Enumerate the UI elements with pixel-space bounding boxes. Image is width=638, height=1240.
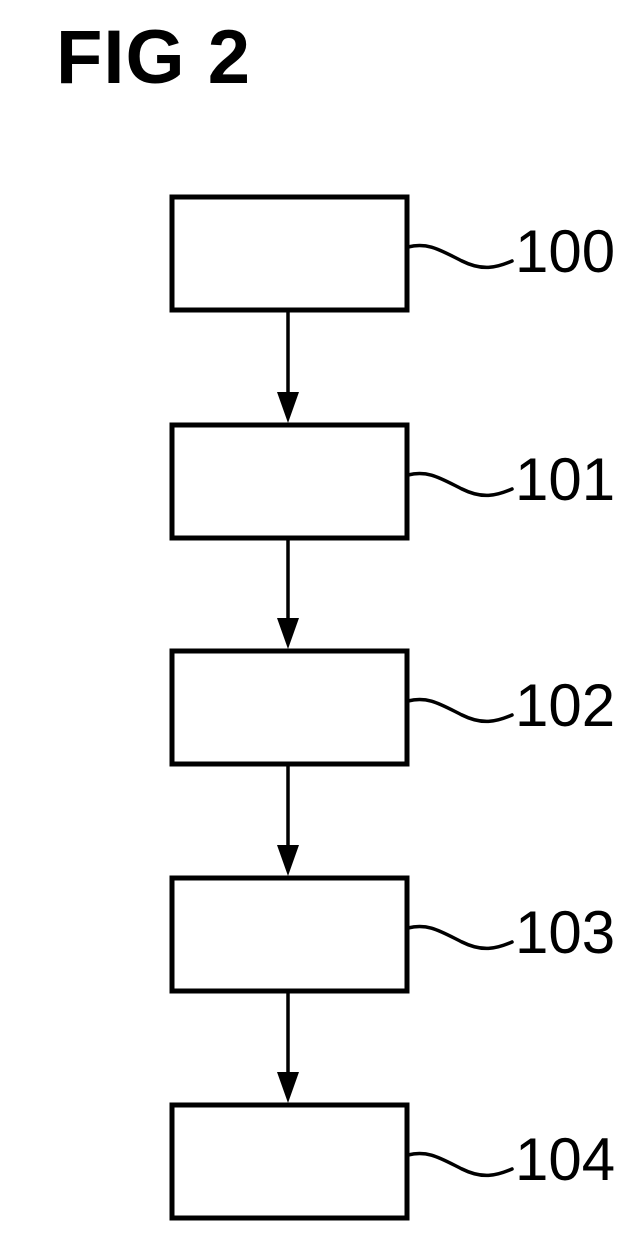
- arrow-head-icon: [277, 392, 299, 423]
- flow-arrow-103-104: [277, 993, 299, 1103]
- arrow-head-icon: [277, 845, 299, 876]
- process-box-100[interactable]: [169, 194, 410, 313]
- flow-arrow-101-102: [277, 540, 299, 649]
- flow-connectors: [277, 312, 299, 1103]
- leader-line-102: [406, 697, 514, 724]
- process-boxes: [169, 194, 410, 1221]
- process-box-102[interactable]: [169, 648, 410, 767]
- reference-label-104: 104: [515, 1126, 616, 1193]
- leader-line-103: [406, 924, 514, 951]
- arrow-head-icon: [277, 618, 299, 649]
- process-box-104[interactable]: [169, 1102, 410, 1221]
- reference-label-101: 101: [515, 446, 616, 513]
- leader-line-104: [406, 1151, 514, 1178]
- flow-arrow-102-103: [277, 766, 299, 876]
- process-box-103[interactable]: [169, 875, 410, 994]
- process-box-101[interactable]: [169, 422, 410, 541]
- reference-leader-lines: [406, 243, 514, 1178]
- flow-arrow-100-101: [277, 312, 299, 423]
- leader-line-101: [406, 471, 514, 498]
- reference-label-100: 100: [515, 218, 616, 285]
- leader-line-100: [406, 243, 514, 270]
- figure-title: FIG 2: [56, 15, 252, 100]
- arrow-head-icon: [277, 1072, 299, 1103]
- reference-label-102: 102: [515, 672, 616, 739]
- reference-label-103: 103: [515, 899, 616, 966]
